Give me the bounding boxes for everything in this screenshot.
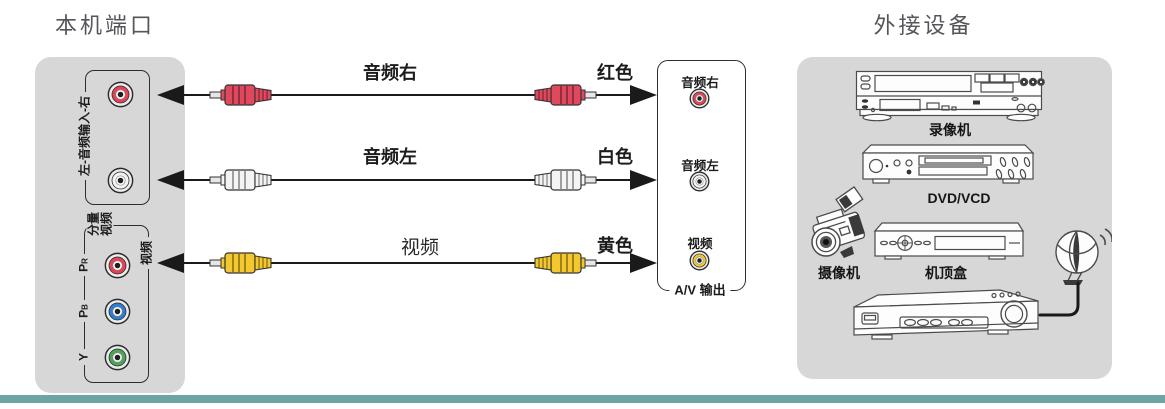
- settop-box-icon: [871, 221, 1027, 261]
- av-output-box-title: A/V 输出: [669, 279, 731, 299]
- av-audio-right-jack: [689, 88, 710, 109]
- arrow-left-icon: [157, 85, 184, 105]
- av-audio-left-jack: [689, 171, 710, 192]
- dvd-player-label: DVD/VCD: [927, 190, 991, 206]
- av-video-jack: [689, 250, 710, 271]
- footer-divider-bar: [0, 395, 1165, 403]
- av-port-label-audio-right: 音频右: [681, 76, 719, 90]
- rca-plug-right-icon: [518, 168, 598, 192]
- audio-left-jack: [107, 167, 134, 194]
- port-label-pb: PB: [76, 300, 92, 322]
- rca-plug-left-icon: [208, 251, 288, 275]
- port-label-y: Y: [76, 348, 92, 366]
- component-pr-jack: [104, 252, 131, 279]
- settop-box-label: 机顶盒: [925, 265, 967, 281]
- cable-line: [178, 93, 634, 97]
- port-label-sub: R: [80, 258, 90, 264]
- arrow-right-icon: [630, 253, 657, 273]
- camcorder-label: 摄像机: [818, 265, 860, 281]
- av-port-label-video: 视频: [687, 237, 713, 251]
- cable-name-label: 音频右: [363, 63, 417, 83]
- port-label-main: P: [76, 263, 91, 272]
- rca-jack-icon: [689, 88, 710, 109]
- rca-jack-icon: [689, 250, 710, 271]
- coax-cable-line: [1030, 281, 1082, 321]
- rca-jack-icon: [104, 298, 131, 325]
- rca-jack-icon: [104, 252, 131, 279]
- av-port-label-audio-left: 音频左: [681, 159, 719, 173]
- camcorder-icon: [802, 186, 876, 262]
- rca-plug-right-icon: [518, 251, 598, 275]
- page-title-left: 本机端口: [55, 13, 156, 38]
- rca-jack-icon: [104, 344, 131, 371]
- page-title-right: 外接设备: [873, 13, 974, 38]
- port-label-main: P: [76, 309, 91, 318]
- cable-name-label: 视频: [400, 237, 440, 259]
- rca-jack-icon: [107, 167, 134, 194]
- audio-input-label: 左-音频输入-右: [77, 92, 93, 180]
- dvd-player-icon: [857, 143, 1039, 189]
- rca-plug-left-icon: [208, 83, 288, 107]
- rca-plug-left-icon: [208, 168, 288, 192]
- rca-plug-right-icon: [518, 83, 598, 107]
- cable-color-label: 白色: [597, 147, 633, 167]
- port-label-sub: B: [80, 304, 90, 310]
- rca-jack-icon: [689, 171, 710, 192]
- arrow-left-icon: [157, 170, 184, 190]
- component-pb-jack: [104, 298, 131, 325]
- port-label-main: Y: [76, 352, 91, 362]
- rca-jack-icon: [107, 81, 134, 108]
- vcr-label: 录像机: [929, 122, 971, 138]
- component-video-port-label: 视频: [139, 236, 155, 270]
- satellite-dish-icon: [1050, 221, 1112, 287]
- receiver-icon: [848, 287, 1046, 345]
- cable-name-label: 音频左: [363, 147, 417, 167]
- cable-color-label: 黄色: [597, 236, 633, 256]
- cable-color-label: 红色: [597, 63, 633, 83]
- component-y-jack: [104, 344, 131, 371]
- arrow-right-icon: [630, 170, 657, 190]
- arrow-right-icon: [630, 85, 657, 105]
- component-group-label: 分量视频: [86, 208, 114, 240]
- arrow-left-icon: [157, 253, 184, 273]
- cable-line: [178, 178, 634, 182]
- cable-line: [178, 261, 634, 265]
- audio-right-jack: [107, 81, 134, 108]
- vcr-icon: [855, 70, 1045, 122]
- port-label-pr: PR: [76, 254, 92, 276]
